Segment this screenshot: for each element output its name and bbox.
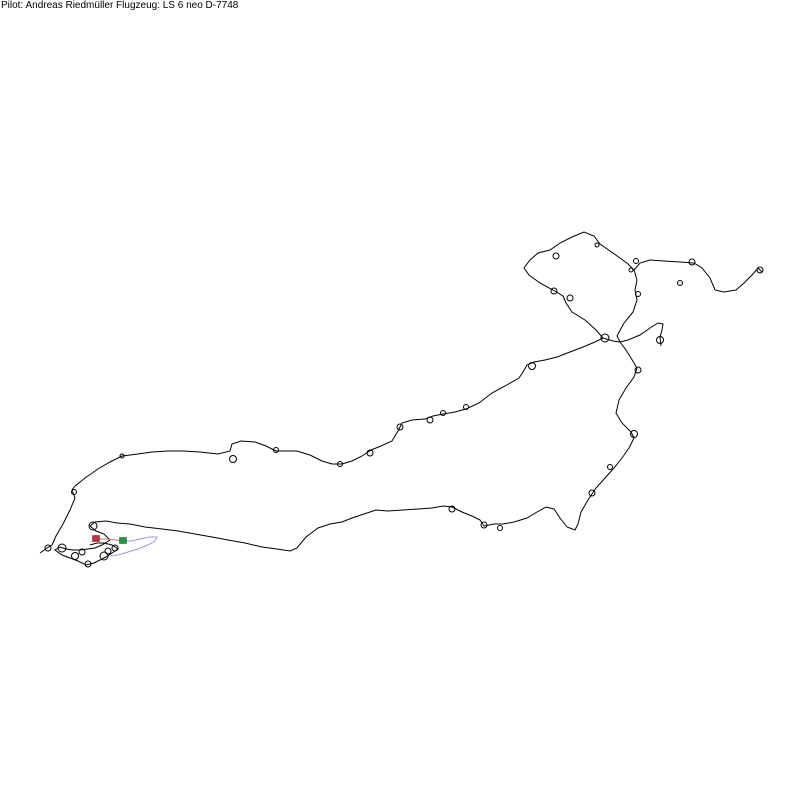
- thermal-circle: [366, 449, 374, 457]
- flight-track-north-loop: [523, 231, 763, 339]
- tow-track-line: [109, 536, 158, 557]
- thermal-circle: [594, 242, 600, 248]
- thermal-circle: [426, 416, 434, 424]
- thermal-circle: [607, 464, 613, 470]
- thermal-circle: [550, 287, 558, 295]
- thermal-circle: [119, 453, 125, 459]
- thermal-circle: [463, 404, 469, 410]
- finish-marker: [92, 535, 100, 542]
- thermal-circle: [588, 489, 596, 497]
- thermal-circle: [566, 294, 574, 302]
- thermal-circle: [273, 447, 279, 453]
- thermal-circle: [552, 252, 560, 260]
- thermal-circle: [633, 258, 639, 264]
- thermal-circle: [656, 336, 664, 344]
- thermal-circle: [634, 366, 642, 374]
- thermal-circle: [229, 455, 237, 463]
- thermal-circle: [497, 525, 503, 531]
- thermal-circle: [99, 551, 109, 561]
- flight-track-east-branch: [89, 269, 638, 552]
- thermal-circle: [480, 521, 488, 529]
- thermal-circle: [600, 333, 610, 343]
- thermal-circle: [78, 548, 86, 556]
- thermal-circle: [88, 521, 98, 531]
- thermal-circle: [396, 423, 404, 431]
- thermal-circle: [44, 544, 52, 552]
- thermal-circle: [71, 552, 79, 560]
- thermal-circle: [528, 362, 536, 370]
- thermal-circle: [635, 291, 641, 297]
- thermal-circle: [628, 267, 634, 273]
- thermal-circle: [630, 430, 638, 438]
- thermal-circle: [111, 544, 119, 552]
- thermal-circle: [71, 489, 77, 495]
- thermal-circle: [440, 410, 446, 416]
- thermal-circle: [337, 461, 343, 467]
- thermal-circle: [756, 266, 764, 274]
- thermal-circle: [104, 547, 112, 555]
- flight-info-header: Pilot: Andreas Riedmüller Flugzeug: LS 6…: [1, 0, 239, 11]
- thermal-circle: [57, 543, 67, 553]
- thermal-circles: [44, 242, 764, 568]
- start-marker: [119, 537, 127, 544]
- thermal-circle: [84, 560, 92, 568]
- thermal-circle: [677, 280, 683, 286]
- thermal-circle: [448, 505, 456, 513]
- thermal-circle: [688, 258, 696, 266]
